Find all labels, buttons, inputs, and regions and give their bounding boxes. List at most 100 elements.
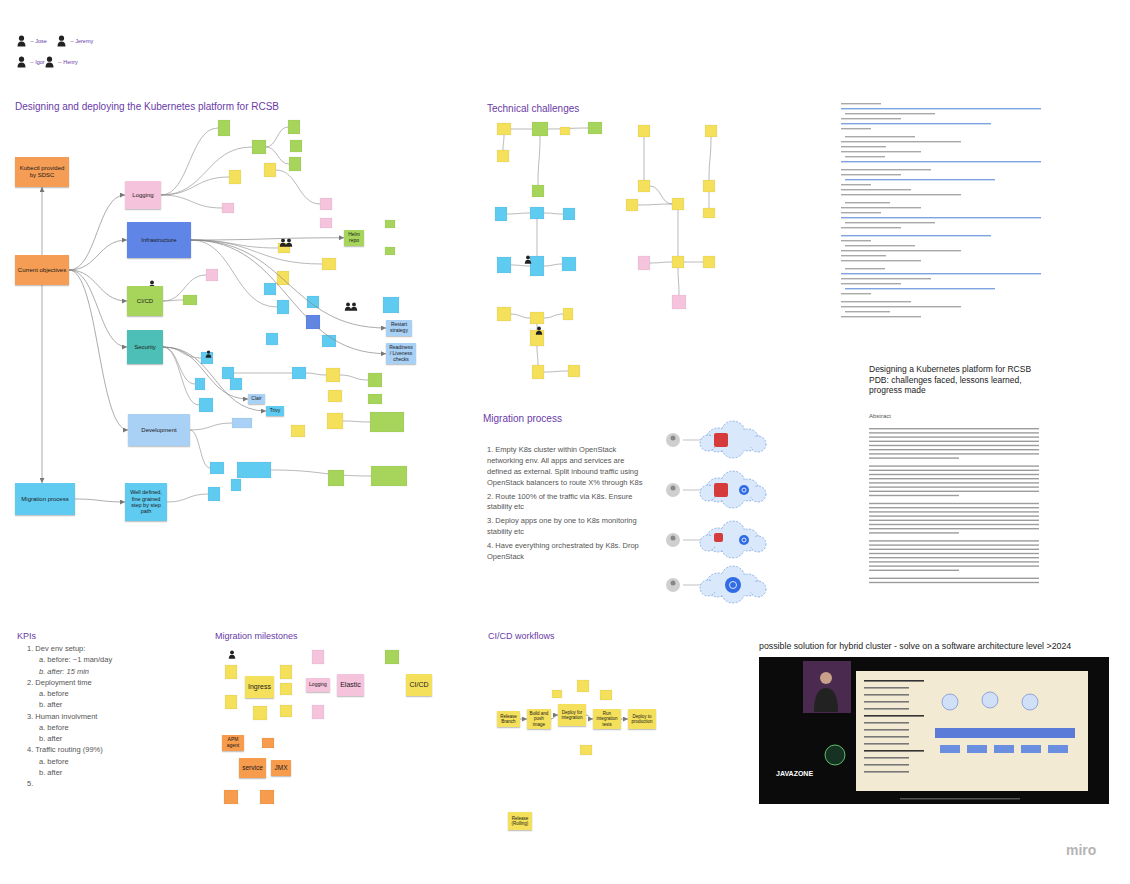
text-line (841, 260, 921, 261)
decor-line (537, 346, 538, 365)
text-line (869, 478, 1039, 479)
decor-line (191, 240, 322, 264)
kpi-item: a. before (27, 722, 202, 733)
text-line (841, 189, 911, 190)
challenge-decor (495, 122, 717, 379)
text-line (869, 565, 1039, 566)
kpi-item: b. after (27, 699, 202, 710)
decor-line (511, 129, 532, 130)
section-heading: Migration process (483, 413, 562, 426)
decor-line (511, 314, 530, 318)
decor-line (190, 430, 210, 468)
text-line (841, 212, 881, 213)
migration-illustration (666, 421, 766, 603)
note-text: Kubectl provided by SDSC (17, 165, 67, 179)
text-line (841, 278, 931, 279)
sticky-decor (626, 199, 638, 211)
text-line (845, 179, 995, 180)
sticky-decor (368, 373, 382, 387)
kpi-item: a. before (27, 756, 202, 767)
avatar-icon (345, 302, 351, 310)
note-text: Deploy to production (630, 714, 654, 724)
decor-line (678, 268, 679, 295)
text-line (869, 511, 1039, 512)
note-text: Infrastructure (141, 237, 176, 244)
kpi-item: 4. Traffic routing (99%) (27, 744, 202, 755)
sticky-note: Build and push image (527, 709, 551, 729)
note-text: JMX (275, 764, 288, 771)
connector (163, 347, 266, 411)
sticky-note: Elastic (337, 674, 364, 696)
text-line (869, 457, 959, 458)
note-text: Well defined, fine grained step by step … (127, 489, 165, 514)
avatar-icon (16, 56, 27, 68)
text-line (869, 441, 1039, 442)
note-text: APM agent (224, 737, 242, 749)
user-icon (671, 486, 676, 491)
legend-entry: -- Jose (16, 35, 47, 47)
connector (520, 719, 527, 720)
sticky-decor (385, 650, 399, 664)
text-line (869, 532, 959, 533)
sticky-decor (530, 207, 544, 219)
decor-line (163, 300, 183, 301)
sticky-decor (289, 157, 301, 171)
decor-line (650, 262, 672, 263)
sticky-decor (705, 125, 717, 137)
text-line (841, 273, 1041, 274)
sticky-note: Restart strategy (386, 320, 412, 336)
connector (69, 240, 127, 270)
sticky-decor (560, 127, 570, 135)
sticky-decor (703, 208, 715, 218)
sticky-decor (368, 394, 382, 404)
text-line (869, 428, 1039, 429)
text-line (869, 470, 1039, 471)
text-line (841, 301, 911, 302)
decor-line (709, 192, 710, 208)
kpi-item: 3. Human involvment (27, 711, 202, 722)
text-line (869, 557, 1039, 558)
sticky-note: Well defined, fine grained step by step … (125, 483, 167, 521)
sticky-decor (231, 479, 241, 491)
connector (69, 270, 128, 430)
decor-line (161, 147, 252, 195)
text-line (841, 207, 921, 208)
decor-line (271, 470, 371, 476)
text-line (841, 217, 1041, 218)
sticky-decor (322, 258, 336, 270)
avatar-icon (286, 238, 292, 246)
cloud-shape (700, 566, 766, 603)
decor-line (538, 136, 540, 185)
kubernetes-icon (725, 577, 741, 593)
step-item: 2. Route 100% of the traffic via K8s. En… (487, 492, 649, 514)
text-line (841, 161, 1041, 162)
avatar-icon (280, 238, 286, 246)
kpi-item: a. before (27, 688, 202, 699)
user-icon (666, 578, 680, 592)
kubernetes-icon (742, 538, 746, 542)
decor-line (266, 147, 289, 164)
sticky-decor (222, 367, 234, 379)
sticky-decor (230, 378, 242, 390)
user-icon (671, 536, 676, 541)
flow-line (683, 540, 703, 541)
section-heading: Migration milestones (215, 631, 298, 642)
text-line (845, 245, 915, 246)
sticky-decor (580, 745, 592, 755)
sticky-decor (224, 790, 238, 804)
text-line (869, 549, 1039, 550)
text-line (845, 156, 885, 157)
text-line (869, 436, 1039, 437)
sticky-decor (320, 198, 332, 210)
sticky-note: Run integration tests (593, 709, 621, 729)
text-line (869, 503, 1039, 504)
legend-text: -- Henry (58, 59, 78, 65)
sticky-note: Ingress (245, 676, 274, 698)
decor-line (306, 373, 326, 375)
text-line (845, 268, 885, 269)
note-text: Release Branch (499, 714, 518, 724)
note-text: Ingress (248, 683, 271, 691)
challenge-lines (503, 128, 711, 372)
note-text: Security (134, 344, 156, 351)
legend-text: -- Jose (30, 38, 47, 44)
